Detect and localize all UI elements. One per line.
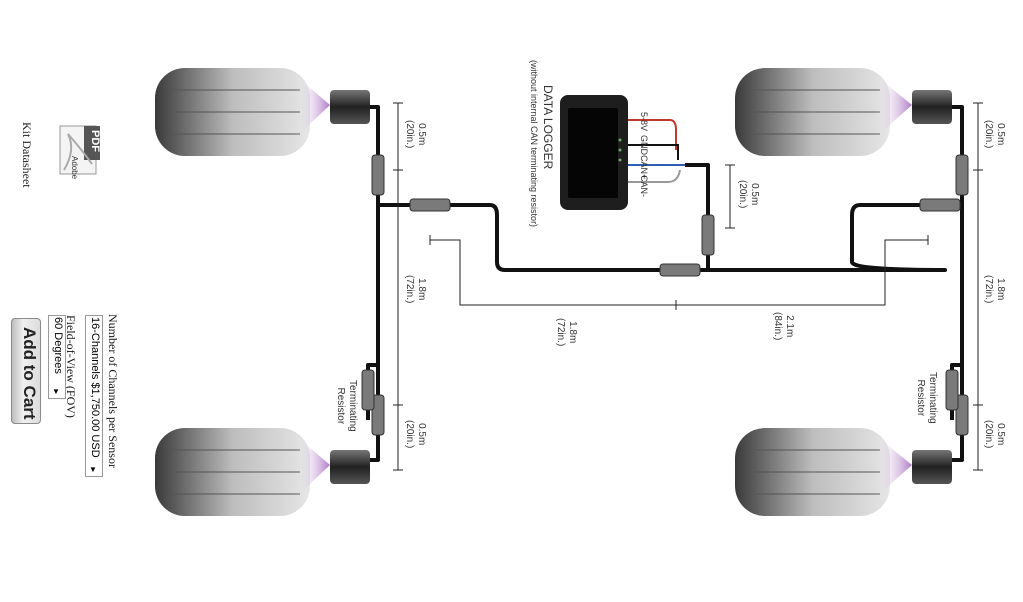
tire-front-left — [155, 68, 330, 156]
tire-rear-right — [735, 428, 912, 516]
chevron-down-icon: ▼ — [89, 465, 97, 474]
dim-center-left: 1.8m(72in.) — [555, 318, 578, 347]
terminating-resistor-line1: Terminating — [927, 372, 938, 424]
data-logger — [560, 95, 628, 210]
add-to-cart-button[interactable]: Add to Cart — [11, 318, 41, 424]
dim-logger: 0.5m(20in.) — [737, 180, 760, 209]
dim-front-right: 0.5m(20in.) — [983, 120, 1006, 149]
connectors — [361, 154, 969, 436]
pin-can-minus: CAN- — [639, 175, 649, 197]
pin-5-8v: 5-8V — [639, 112, 649, 132]
dim-mid-right: 1.8m(72in.) — [983, 275, 1006, 304]
terminating-resistor-left: Terminating Resistor — [334, 380, 358, 432]
pin-gnd: GND — [639, 135, 649, 155]
pdf-icon[interactable]: PDF Adobe — [42, 120, 102, 194]
terminating-resistor-line2: Resistor — [915, 379, 926, 417]
chevron-down-icon: ▼ — [52, 387, 60, 396]
terminating-resistor-line2: Resistor — [335, 387, 346, 425]
tire-rear-left — [155, 428, 330, 516]
dim-center-right: 2.1m(84in.) — [772, 312, 795, 341]
cable-harness — [366, 105, 964, 462]
sensor-front-left — [330, 90, 370, 124]
channels-select[interactable]: 16-Channels $1,750.00 USD ▼ — [85, 315, 103, 477]
dimension-lines — [393, 102, 983, 471]
dim-rear-left: 0.5m(20in.) — [404, 420, 427, 449]
pdf-badge: PDF — [89, 130, 101, 152]
dim-mid-left: 1.8m(72in.) — [404, 275, 427, 304]
dim-front-left: 0.5m(20in.) — [404, 120, 427, 149]
sensor-front-right — [912, 90, 952, 124]
logger-title: DATA LOGGER — [541, 85, 555, 170]
dim-rear-right: 0.5m(20in.) — [983, 420, 1006, 449]
terminating-resistor-right: Terminating Resistor — [914, 372, 938, 424]
sensor-rear-left — [330, 450, 370, 484]
logger-wires — [628, 119, 685, 183]
adobe-label: Adobe — [70, 156, 79, 180]
terminating-resistor-line1: Terminating — [347, 380, 358, 432]
tire-front-right — [735, 68, 912, 156]
sensor-rear-right — [912, 450, 952, 484]
logger-subtitle: (without internal CAN terminating resist… — [529, 60, 539, 228]
fov-select[interactable]: 60 Degrees ▼ — [48, 315, 66, 399]
